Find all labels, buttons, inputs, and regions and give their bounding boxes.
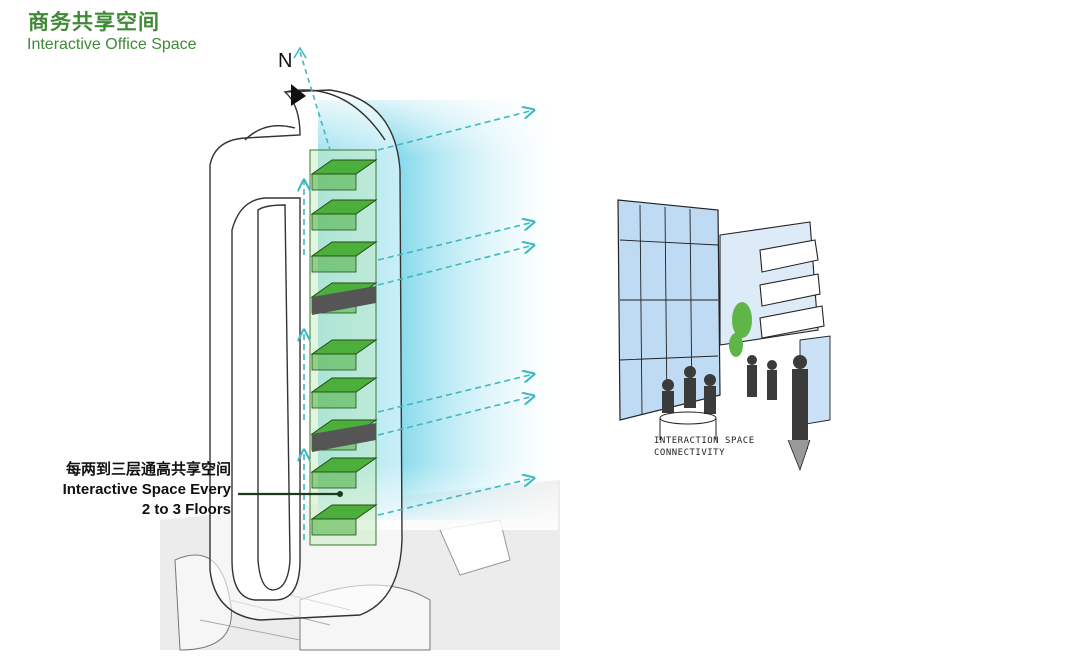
callout-label-en-line1: Interactive Space Every: [62, 481, 231, 498]
sketch-label-line2: CONNECTIVITY: [654, 448, 726, 458]
page-title-cn: 商务共享空间: [28, 9, 160, 34]
floor-slab-face: [311, 353, 357, 371]
north-label: N: [278, 50, 293, 72]
floor-slab-face: [311, 518, 357, 536]
floor-slab-face: [311, 255, 357, 273]
callout-label-en-line2: 2 to 3 Floors: [141, 501, 231, 518]
page-title-en: Interactive Office Space: [27, 36, 197, 53]
airflow-arrows: [304, 110, 534, 540]
floor-slab-face: [311, 391, 357, 409]
north-arrow-icon: [291, 46, 331, 151]
atrium-floors: [310, 159, 378, 536]
callout-leader: [238, 491, 343, 497]
floor-slab-dark-band: [312, 286, 376, 315]
floor-slab-face: [311, 173, 357, 191]
callout-label-cn: 每两到三层通高共享空间: [65, 460, 231, 478]
sketch-interaction-space: [617, 199, 831, 472]
floor-slab-face: [311, 213, 357, 231]
floor-slab-face: [311, 471, 357, 489]
floor-slab-dark-band: [312, 423, 376, 452]
sketch-label-line1: INTERACTION SPACE: [654, 436, 755, 446]
